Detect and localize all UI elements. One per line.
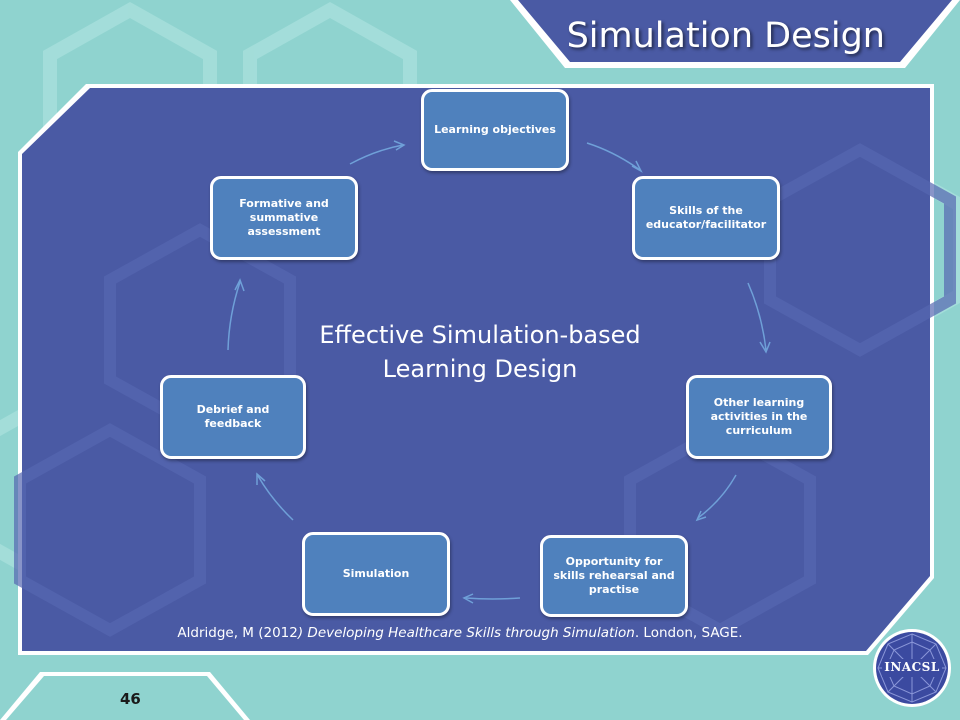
arrow-5-head: [256, 472, 266, 485]
cycle-arrows: [227, 140, 771, 604]
arrow-6-head: [234, 278, 245, 292]
arrow-4: [465, 597, 521, 600]
citation-author: Aldridge, M (2012: [177, 625, 298, 641]
node-skills-of-educator: Skills of the educator/facilitator: [632, 176, 780, 260]
node-other-learning-activities: Other learning activities in the curricu…: [686, 375, 832, 459]
page-number: 46: [120, 690, 141, 708]
slide-title: Simulation Design: [566, 16, 885, 56]
arrow-7: [349, 144, 404, 165]
node-formative-summative-assessment: Formative and summative assessment: [210, 176, 358, 260]
arrow-1: [586, 142, 641, 171]
logo-text: INACSL: [884, 660, 940, 674]
citation: Aldridge, M (2012) Developing Healthcare…: [80, 625, 840, 641]
arrow-5: [257, 475, 294, 521]
title-banner: [510, 0, 960, 68]
center-label-line-1: Effective Simulation-based: [319, 321, 641, 349]
arrow-3b-head: [695, 510, 707, 522]
arrow-3-head: [759, 341, 771, 354]
arrow-7-head: [393, 140, 406, 151]
arrow-3: [697, 474, 737, 519]
arrow-6: [227, 281, 241, 351]
citation-publisher: . London, SAGE.: [634, 625, 743, 641]
node-simulation: Simulation: [302, 532, 450, 616]
page-number-tab: [0, 672, 250, 720]
citation-title: ) Developing Healthcare Skills through S…: [297, 625, 635, 641]
inacsl-seal-icon: [873, 629, 951, 707]
node-opportunity-for-skills-rehearsal: Opportunity for skills rehearsal and pra…: [540, 535, 688, 617]
diagram-center-label: Effective Simulation-based Learning Desi…: [280, 318, 680, 386]
arrow-1-head: [631, 160, 643, 173]
node-learning-objectives: Learning objectives: [421, 89, 569, 171]
node-debrief-and-feedback: Debrief and feedback: [160, 375, 306, 459]
center-label-line-2: Learning Design: [382, 355, 578, 383]
arrow-2: [747, 282, 767, 351]
arrow-4-head: [462, 593, 474, 604]
